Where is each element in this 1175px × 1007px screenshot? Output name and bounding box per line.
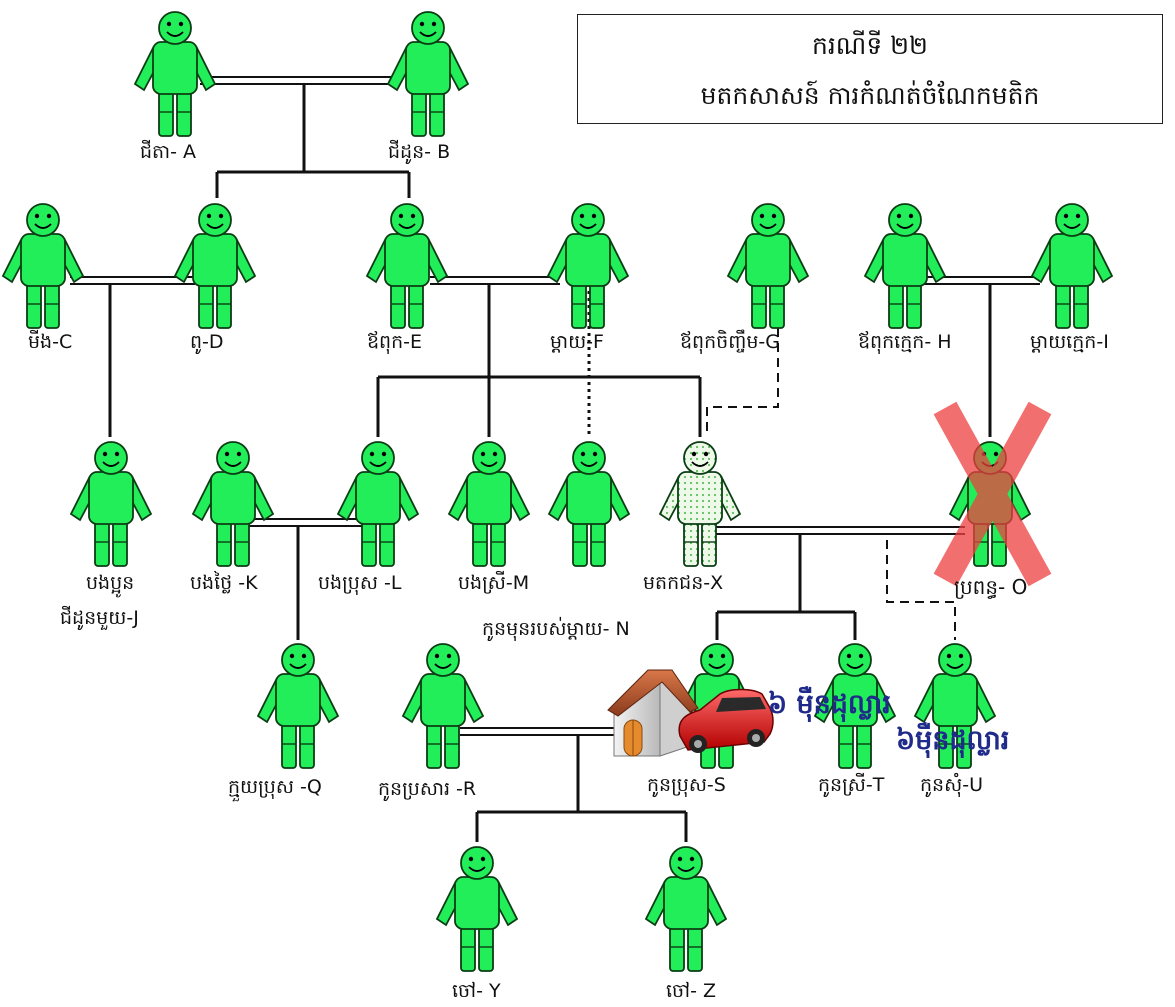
person-figure-J: [69, 441, 153, 567]
person-figure-Q: [256, 643, 340, 769]
person-figure-Y: [435, 846, 519, 972]
person-figure-N: [547, 441, 631, 567]
label-G: ឪពុកចិញ្ចឹម-G: [680, 331, 780, 353]
label-R: កូនប្រសារ -R: [378, 778, 477, 800]
cross-out-mark: [933, 401, 1052, 587]
connectors: [70, 76, 1040, 842]
label-U: កូនសុំ-U: [920, 774, 983, 796]
person-figure-D: [173, 203, 257, 329]
person-figure-E: [365, 203, 449, 329]
label-K: បងថ្លៃ -K: [190, 572, 258, 594]
bequest-to-U: ៦ម៉ឺនដុល្លារ: [896, 725, 1010, 756]
person-figure-M: [447, 441, 531, 567]
label-N: កូនមុនរបស់ម្ដាយ- N: [482, 618, 630, 640]
person-figure-H: [863, 203, 947, 329]
person-figure-F: [546, 203, 630, 329]
title-box: ករណីទី ២២ មតកសាសន៍ ការកំណត់ចំណែកមតិក: [577, 14, 1163, 124]
title-line-2: មតកសាសន៍ ការកំណត់ចំណែកមតិក: [700, 81, 1040, 110]
label-J-line2: ជីដូនមួយ-J: [60, 607, 139, 629]
label-H: ឪពុកក្មេក- H: [858, 331, 952, 353]
label-B: ជីដូន- B: [388, 141, 451, 163]
person-figure-B: [386, 11, 470, 137]
label-E: ឪពុក-E: [367, 331, 423, 353]
person-figure-A: [133, 11, 217, 137]
label-A: ជីតា- A: [140, 141, 197, 163]
label-J-line1: បងប្អូន: [86, 572, 135, 594]
label-X: មតកជន-X: [643, 572, 724, 594]
person-figure-T: [813, 643, 897, 769]
label-Z: ចៅ- Z: [666, 980, 717, 1002]
person-figure-U: [913, 643, 997, 769]
person-figure-L: [336, 441, 420, 567]
label-T: កូនស្រី-T: [818, 774, 885, 796]
person-figure-R: [401, 643, 485, 769]
label-Q: ក្មួយប្រុស -Q: [228, 776, 322, 798]
person-figure-Z: [644, 846, 728, 972]
label-L: បងប្រុស -L: [318, 572, 402, 594]
label-M: បងស្រី-M: [458, 572, 530, 594]
person-figure-G: [726, 203, 810, 329]
bequest-to-S: ៦ ម៉ឺនដុល្លារ: [768, 689, 891, 720]
label-D: ពូ-D: [190, 331, 224, 353]
label-Y: ចៅ- Y: [452, 980, 501, 1002]
label-I: ម្ដាយក្មេក-I: [1030, 331, 1109, 353]
person-figure-K: [191, 441, 275, 567]
label-S: កូនប្រុស-S: [647, 774, 726, 796]
label-C: មីង-C: [28, 331, 73, 353]
person-figure-X: [658, 441, 742, 567]
person-figure-I: [1030, 203, 1114, 329]
car-icon: [678, 688, 774, 753]
label-F: ម្ដាយ-F: [550, 331, 604, 353]
label-O: ប្រពន្ធ- O: [954, 575, 1028, 599]
title-line-1: ករណីទី ២២: [812, 31, 928, 60]
person-figure-C: [1, 203, 85, 329]
